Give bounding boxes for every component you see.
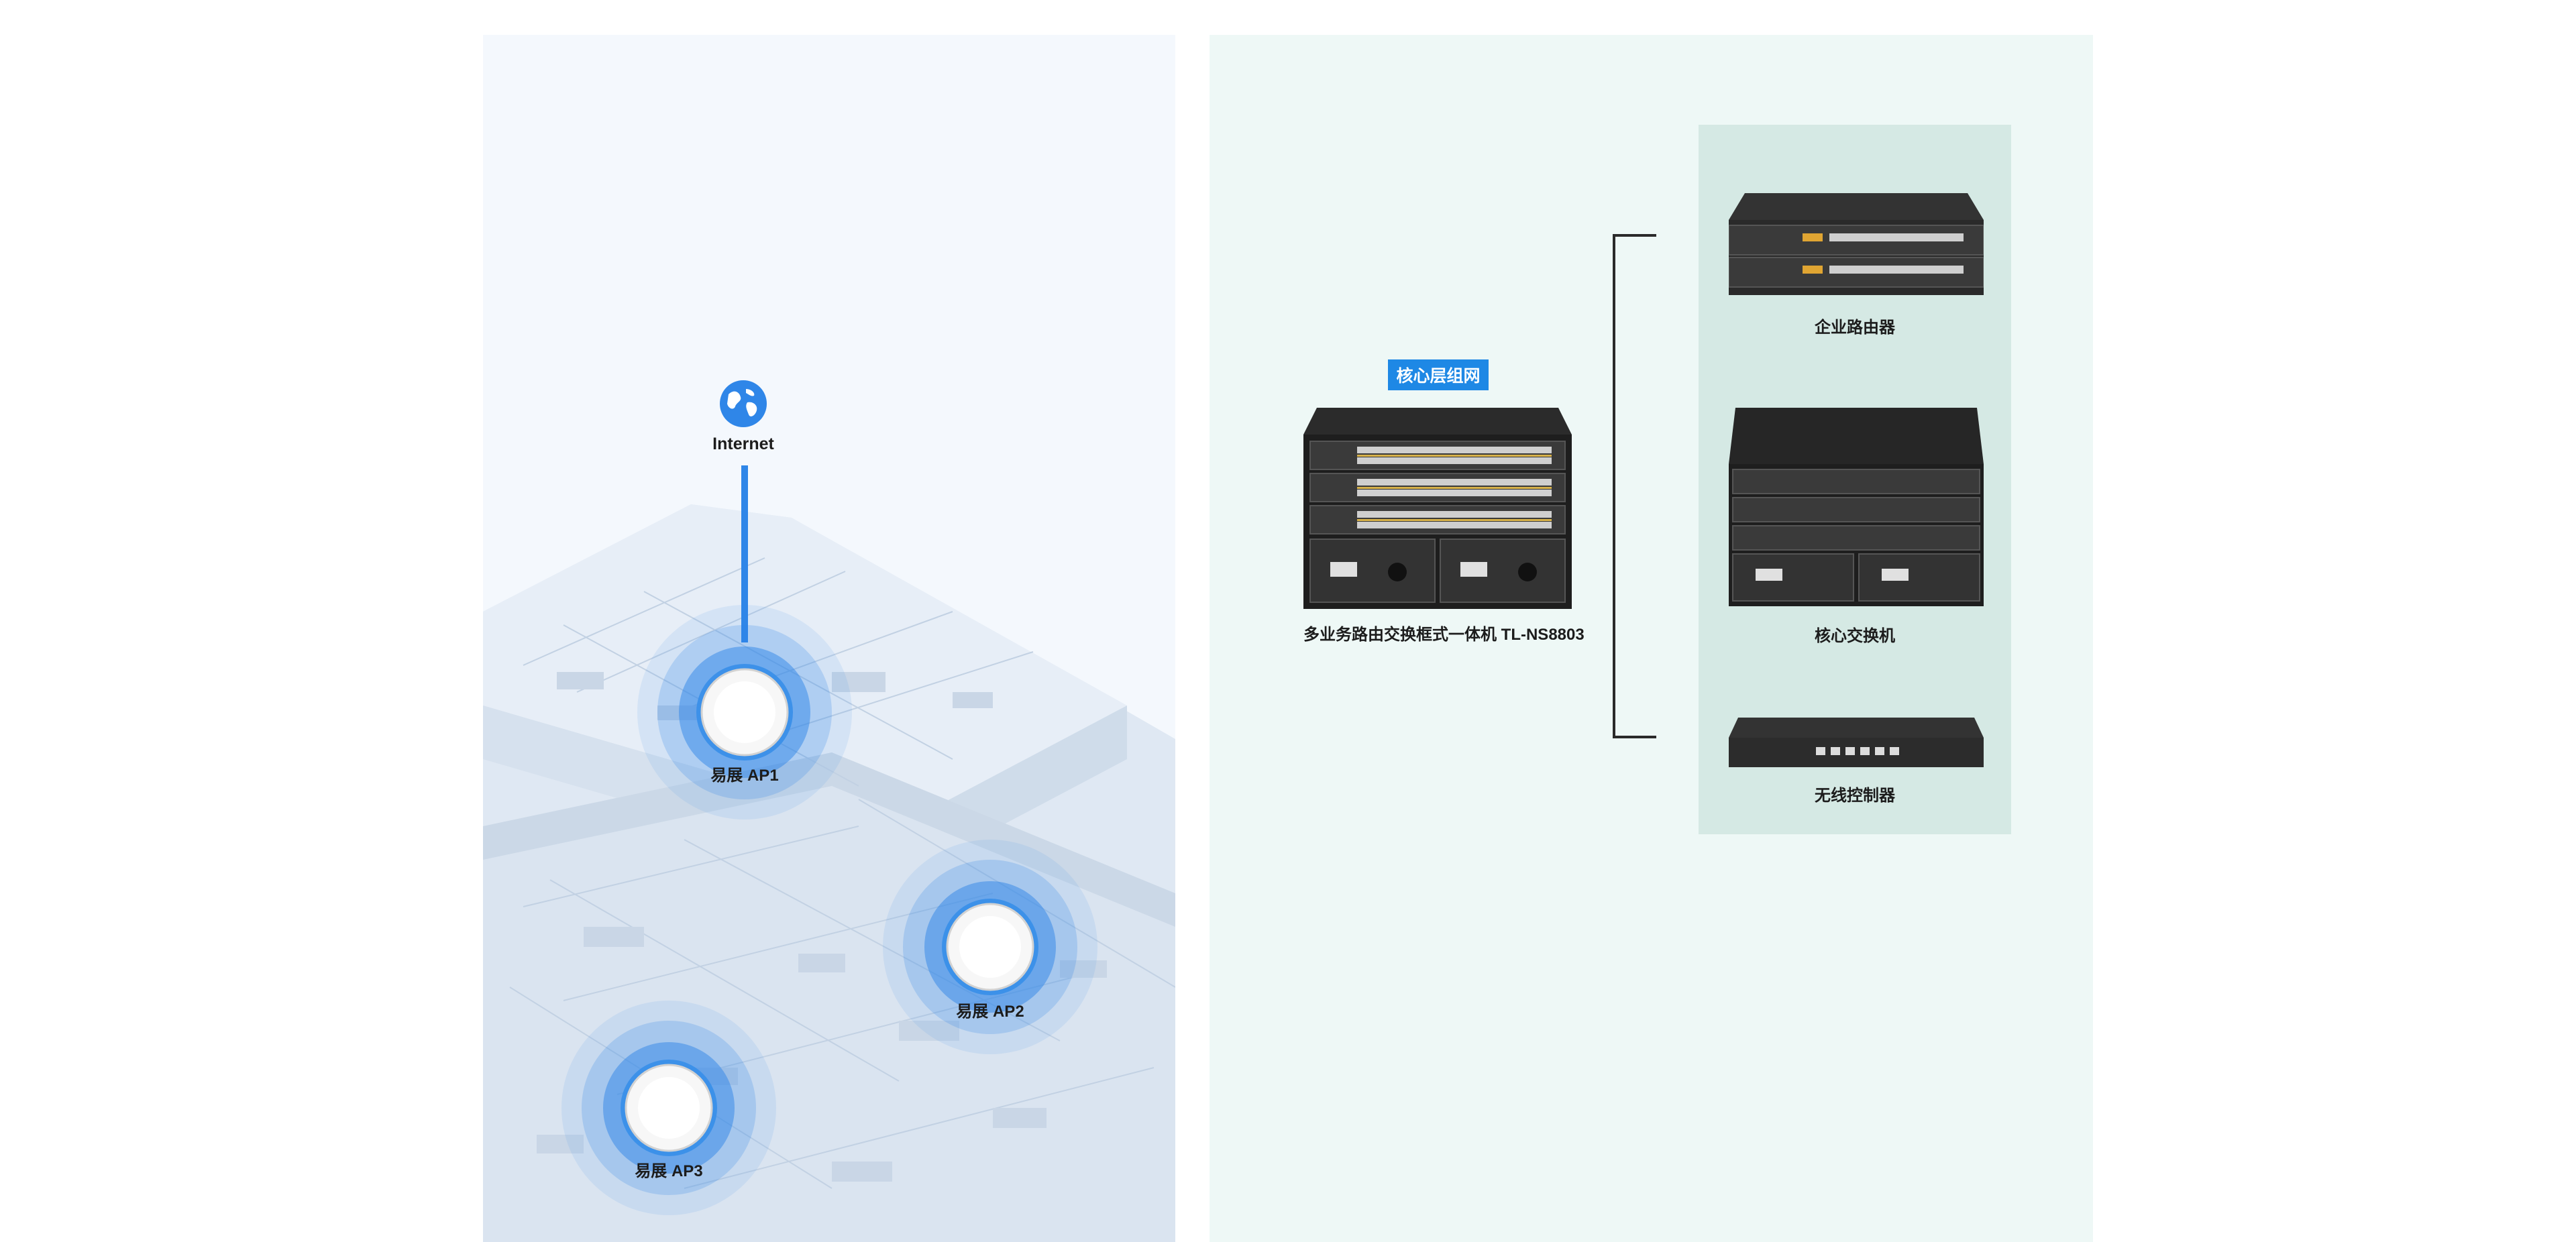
ap1-node[interactable]: 易展 AP1 [637, 605, 852, 820]
core-layer-panel: 核心层组网 [1210, 35, 2093, 1242]
ceiling-ap-icon [700, 668, 789, 756]
wireless-controller-icon[interactable] [1729, 718, 1984, 767]
core-switch-icon[interactable] [1729, 408, 1984, 606]
connector-bracket [1613, 234, 1615, 738]
ap3-label: 易展 AP3 [635, 1162, 703, 1180]
topology-panel: Internet 易展 AP1 易展 AP2 [483, 35, 1175, 1242]
internet-label: Internet [712, 435, 774, 453]
chassis-label: 多业务路由交换框式一体机 TL-NS8803 [1303, 626, 1585, 644]
ceiling-ap-icon [946, 903, 1034, 991]
wireless-controller-label: 无线控制器 [1815, 787, 1895, 805]
ap3-node[interactable]: 易展 AP3 [561, 1001, 776, 1215]
globe-icon [720, 380, 767, 427]
router-icon[interactable] [1729, 193, 1984, 295]
router-label: 企业路由器 [1815, 319, 1895, 337]
core-switch-label: 核心交换机 [1815, 627, 1895, 645]
ap1-label: 易展 AP1 [710, 767, 779, 785]
connector-bracket-top [1613, 234, 1656, 237]
chassis-switch-icon[interactable] [1303, 408, 1572, 609]
core-layer-badge: 核心层组网 [1388, 359, 1489, 390]
connector-bracket-bottom [1613, 736, 1656, 738]
internet-uplink-line [741, 465, 748, 642]
ap2-label: 易展 AP2 [956, 1003, 1024, 1021]
ap2-node[interactable]: 易展 AP2 [883, 840, 1097, 1054]
ceiling-ap-icon [625, 1064, 713, 1152]
